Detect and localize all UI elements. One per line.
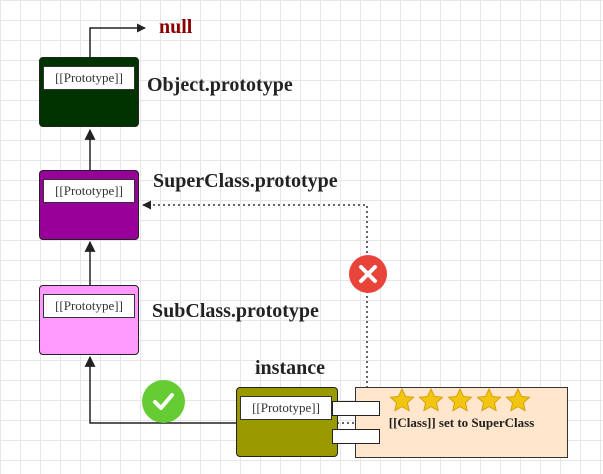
class-note-text: [[Class]] set to SuperClass bbox=[388, 415, 535, 430]
prototype-slot: [[Prototype]] bbox=[43, 294, 135, 318]
instance-label: instance bbox=[255, 357, 325, 379]
superclass-prototype-box[interactable]: [[Prototype]] bbox=[39, 170, 139, 240]
star-icon bbox=[389, 388, 415, 412]
subclass-prototype-label: SubClass.prototype bbox=[152, 300, 319, 322]
superclass-prototype-label: SuperClass.prototype bbox=[153, 170, 338, 192]
star-rating bbox=[389, 388, 531, 412]
object-prototype-label: Object.prototype bbox=[147, 74, 293, 96]
note-tab-top bbox=[332, 401, 380, 416]
star-icon bbox=[476, 388, 502, 412]
invalid-badge bbox=[349, 255, 387, 293]
instance-box[interactable]: [[Prototype]] bbox=[236, 387, 338, 457]
star-icon bbox=[447, 388, 473, 412]
prototype-slot: [[Prototype]] bbox=[43, 66, 135, 90]
prototype-slot: [[Prototype]] bbox=[240, 396, 332, 420]
object-prototype-box[interactable]: [[Prototype]] bbox=[39, 57, 139, 127]
edge-instance-to-subclass bbox=[84, 355, 237, 424]
class-note: [[Class]] set to SuperClass bbox=[355, 387, 568, 458]
subclass-prototype-box[interactable]: [[Prototype]] bbox=[39, 285, 139, 355]
edge-object-to-null bbox=[89, 23, 146, 57]
star-icon bbox=[505, 388, 531, 412]
null-label: null bbox=[159, 16, 193, 38]
check-icon bbox=[153, 393, 174, 410]
star-icon bbox=[418, 388, 444, 412]
valid-badge bbox=[142, 380, 185, 423]
note-tab-bottom bbox=[332, 429, 380, 444]
cross-icon bbox=[359, 265, 377, 283]
edge-instance-to-superclass-dotted bbox=[142, 200, 368, 424]
prototype-slot: [[Prototype]] bbox=[43, 179, 135, 203]
